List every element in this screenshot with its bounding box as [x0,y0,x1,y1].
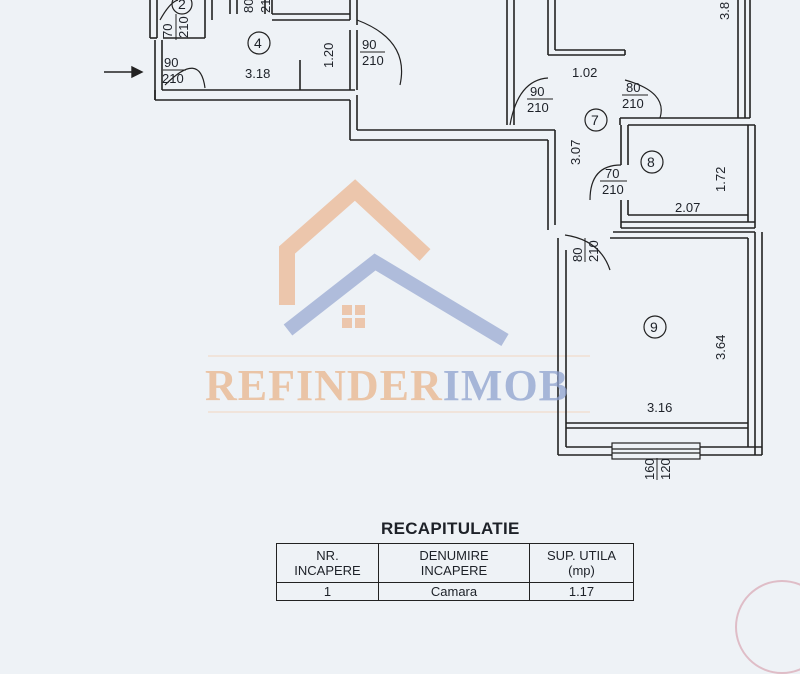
door-label-90-entry: 90 210 [162,55,186,86]
room-number-8: 8 [647,154,655,170]
door-label-80-room9: 80 210 [570,238,601,262]
svg-text:210: 210 [586,240,601,262]
dimension-3-07: 3.07 [568,140,583,165]
top-fragments [159,0,179,21]
svg-text:120: 120 [658,458,673,480]
watermark-text: REFINDERIMOB [205,360,569,411]
recap-table: NR. INCAPERE DENUMIRE INCAPERE SUP. UTIL… [276,543,634,601]
svg-text:70: 70 [160,24,175,38]
door-label-70-room8: 70 210 [600,166,627,197]
dimension-2-07: 2.07 [675,200,700,215]
svg-text:210: 210 [622,96,644,111]
watermark-part1: REFINDER [205,361,443,410]
walls [149,0,763,456]
floor-plan: 2 4 7 8 9 3.18 1.20 1.02 3.07 1.72 2.07 … [104,0,763,480]
svg-text:160: 160 [642,458,657,480]
door-swings [164,19,662,271]
door-label-80-hall: 80 210 [622,80,648,111]
recap-header-sup: SUP. UTILA (mp) [529,543,634,583]
svg-text:80: 80 [570,248,585,262]
svg-text:210: 210 [258,0,273,13]
svg-text:210: 210 [527,100,549,115]
room-number-4: 4 [254,35,262,51]
door-label-80-top: 80 210 [241,0,273,13]
recap-cell-nr: 1 [276,582,379,601]
svg-text:210: 210 [162,71,184,86]
recap-header-denumire: DENUMIRE INCAPERE [378,543,530,583]
house-logo-icon [208,179,590,413]
recap-cell-name: Camara [378,582,530,601]
window-label: 160 120 [642,458,673,480]
room-number-9: 9 [650,319,658,335]
dimension-3-18: 3.18 [245,66,270,81]
svg-text:90: 90 [362,37,376,52]
recap-cell-area: 1.17 [529,582,634,601]
svg-text:70: 70 [605,166,619,181]
door-label-90-hall: 90 210 [527,84,553,115]
table-row: 1 Camara 1.17 [276,582,634,601]
window [611,442,701,460]
dimension-1-20: 1.20 [321,43,336,68]
recap-header-nr: NR. INCAPERE [276,543,379,583]
svg-text:210: 210 [602,182,624,197]
room-number-2: 2 [178,0,186,12]
svg-text:210: 210 [362,53,384,68]
dimension-3-16: 3.16 [647,400,672,415]
door-label-70: 70 210 [160,14,191,40]
recap-header-row: NR. INCAPERE DENUMIRE INCAPERE SUP. UTIL… [276,543,634,583]
svg-text:90: 90 [530,84,544,99]
watermark-part2: IMOB [442,361,570,410]
dimension-3-64: 3.64 [713,335,728,360]
svg-text:90: 90 [164,55,178,70]
dimension-1-72: 1.72 [713,167,728,192]
svg-text:80: 80 [626,80,640,95]
door-label-90-room4: 90 210 [360,37,385,68]
entry-arrow-icon [104,65,144,79]
dimension-1-02: 1.02 [572,65,597,80]
recap-title: RECAPITULATIE [381,519,520,538]
dimension-3-8: 3.8 [717,2,732,20]
svg-text:80: 80 [241,0,256,13]
room-number-7: 7 [591,112,599,128]
svg-text:210: 210 [176,16,191,38]
